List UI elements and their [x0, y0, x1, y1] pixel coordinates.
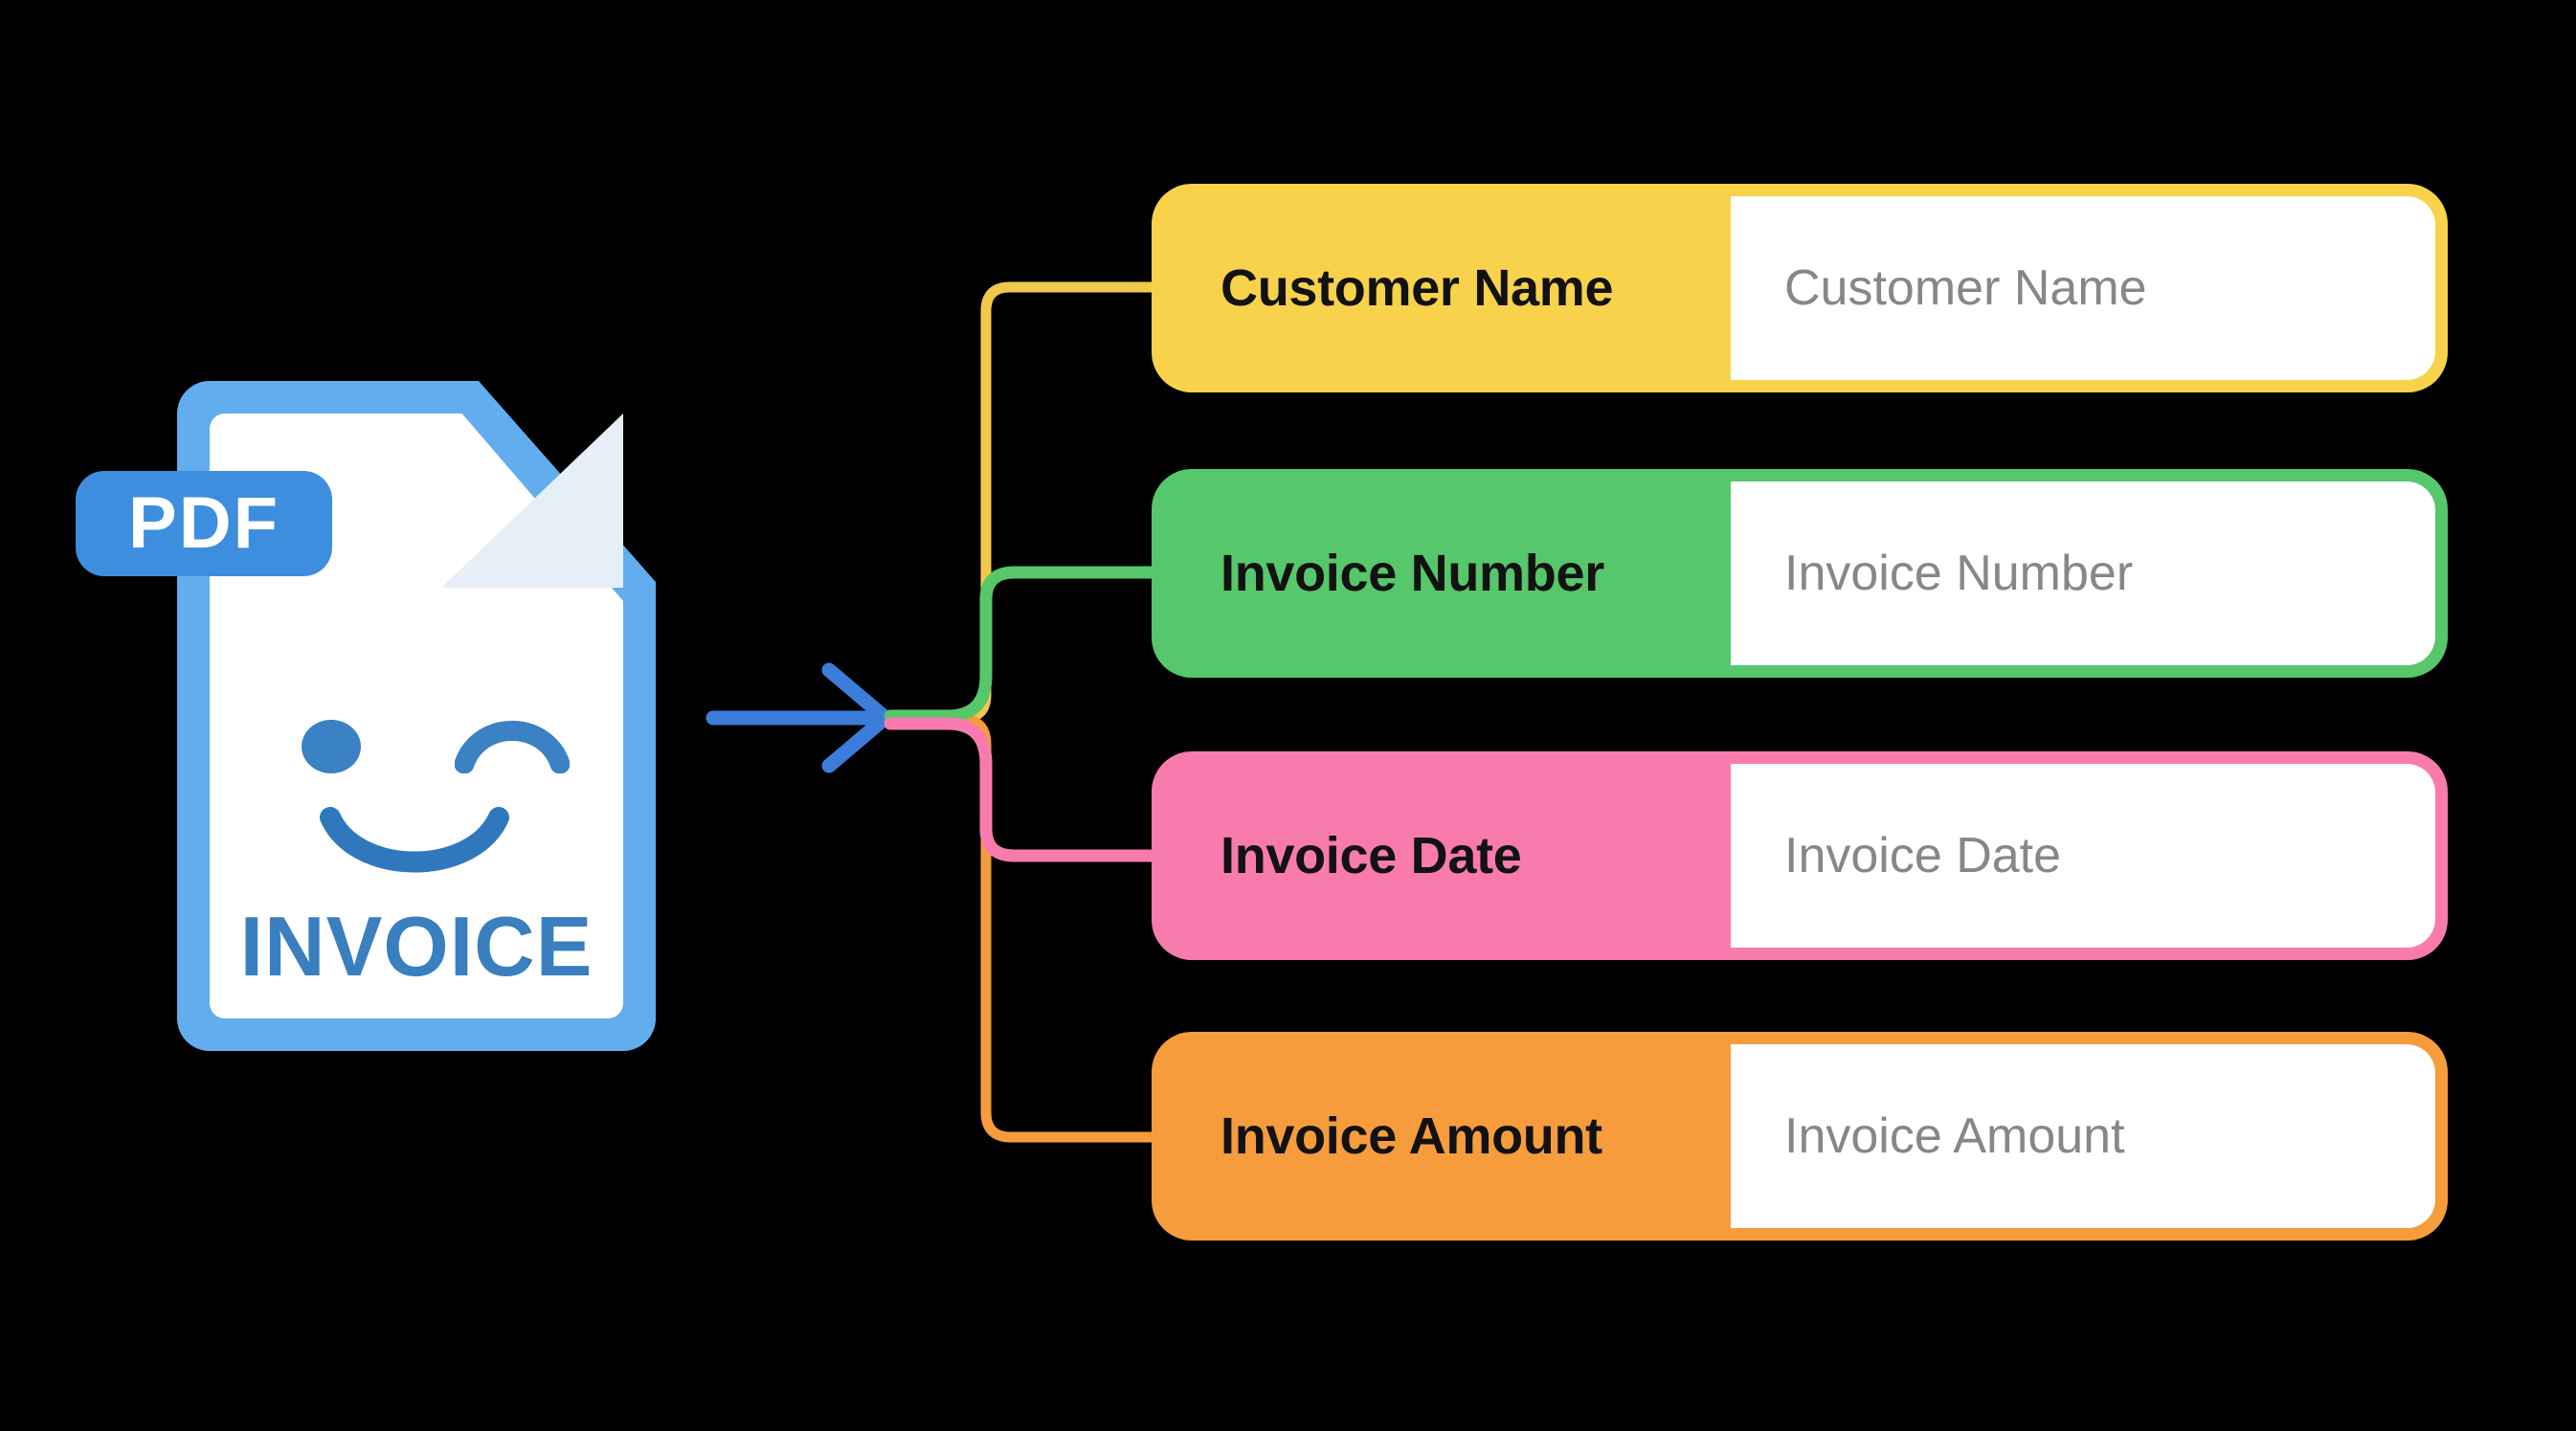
- field-input-customer-name[interactable]: Customer Name: [1731, 196, 2435, 380]
- field-input-invoice-amount[interactable]: Invoice Amount: [1731, 1044, 2435, 1228]
- field-label-invoice-number: Invoice Number: [1221, 545, 1604, 602]
- connector-invoice-date: [884, 717, 1158, 862]
- field-card-invoice-amount[interactable]: Invoice Amount Invoice Amount: [1152, 1032, 2448, 1241]
- field-card-invoice-number[interactable]: Invoice Number Invoice Number: [1152, 469, 2448, 678]
- field-input-invoice-date[interactable]: Invoice Date: [1731, 764, 2435, 948]
- extract-arrow-icon: [706, 662, 893, 773]
- field-label-invoice-date: Invoice Date: [1221, 827, 1522, 884]
- wink-eye-icon: [454, 712, 571, 774]
- pdf-smiley-face: [177, 697, 656, 873]
- field-card-invoice-date[interactable]: Invoice Date Invoice Date: [1152, 751, 2448, 960]
- connector-customer-name: [904, 281, 1157, 724]
- dot-eye-icon: [302, 720, 361, 773]
- field-card-customer-name[interactable]: Customer Name Customer Name: [1152, 184, 2448, 392]
- field-input-invoice-number[interactable]: Invoice Number: [1731, 481, 2435, 665]
- smile-icon: [319, 804, 510, 886]
- pdf-format-badge: PDF: [76, 471, 332, 576]
- connector-invoice-amount: [904, 714, 1157, 1143]
- pdf-document-icon[interactable]: PDF INVOICE: [76, 381, 656, 1051]
- pdf-caption-invoice: INVOICE: [239, 899, 594, 994]
- field-label-customer-name: Customer Name: [1221, 259, 1614, 317]
- field-label-invoice-amount: Invoice Amount: [1221, 1107, 1602, 1165]
- connector-invoice-number: [884, 566, 1158, 723]
